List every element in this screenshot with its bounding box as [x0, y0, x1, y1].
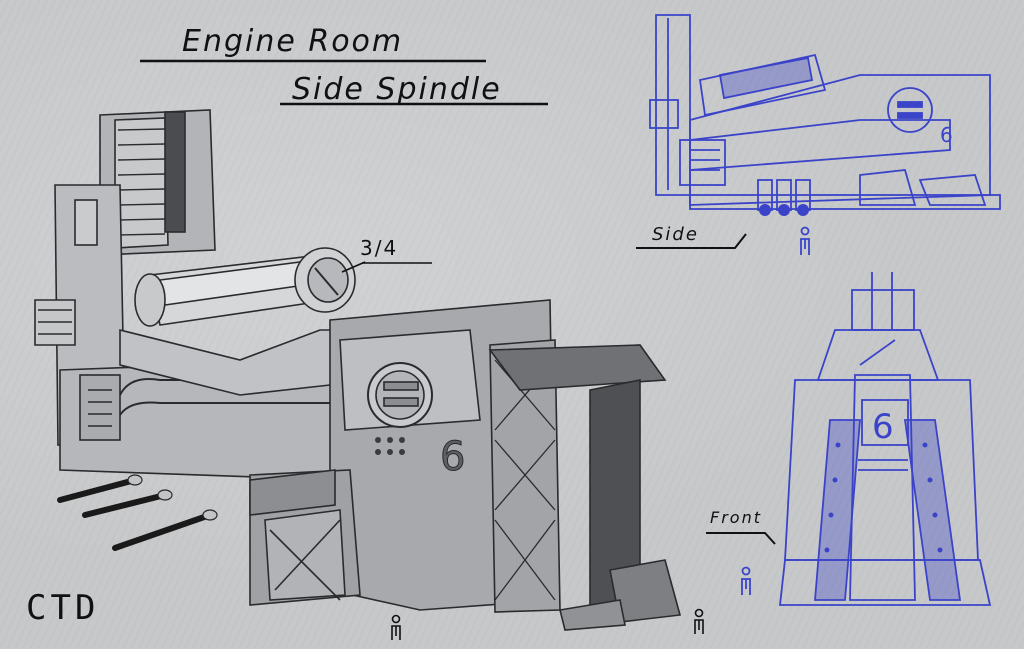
label-front: Front — [710, 508, 762, 527]
artist-signature: CTD — [26, 588, 100, 628]
svg-text:6: 6 — [872, 407, 894, 447]
side-view: 6 — [649, 14, 1001, 216]
svg-text:6: 6 — [440, 434, 465, 480]
label-three-quarter: 3/4 — [360, 236, 399, 260]
label-side: Side — [652, 224, 699, 245]
front-label-underline — [706, 532, 776, 545]
title-side-spindle: Side Spindle — [292, 72, 502, 107]
front-view: 6 — [778, 272, 992, 606]
side-scale-figure — [800, 226, 810, 255]
three-quarter-view: 6 — [34, 109, 682, 631]
front-scale-figure — [741, 566, 751, 595]
svg-text:6: 6 — [940, 123, 953, 147]
title-engine-room: Engine Room — [182, 24, 404, 59]
side-label-underline — [636, 233, 747, 249]
person-scale-icon — [391, 608, 704, 640]
title-underlines — [140, 59, 548, 106]
